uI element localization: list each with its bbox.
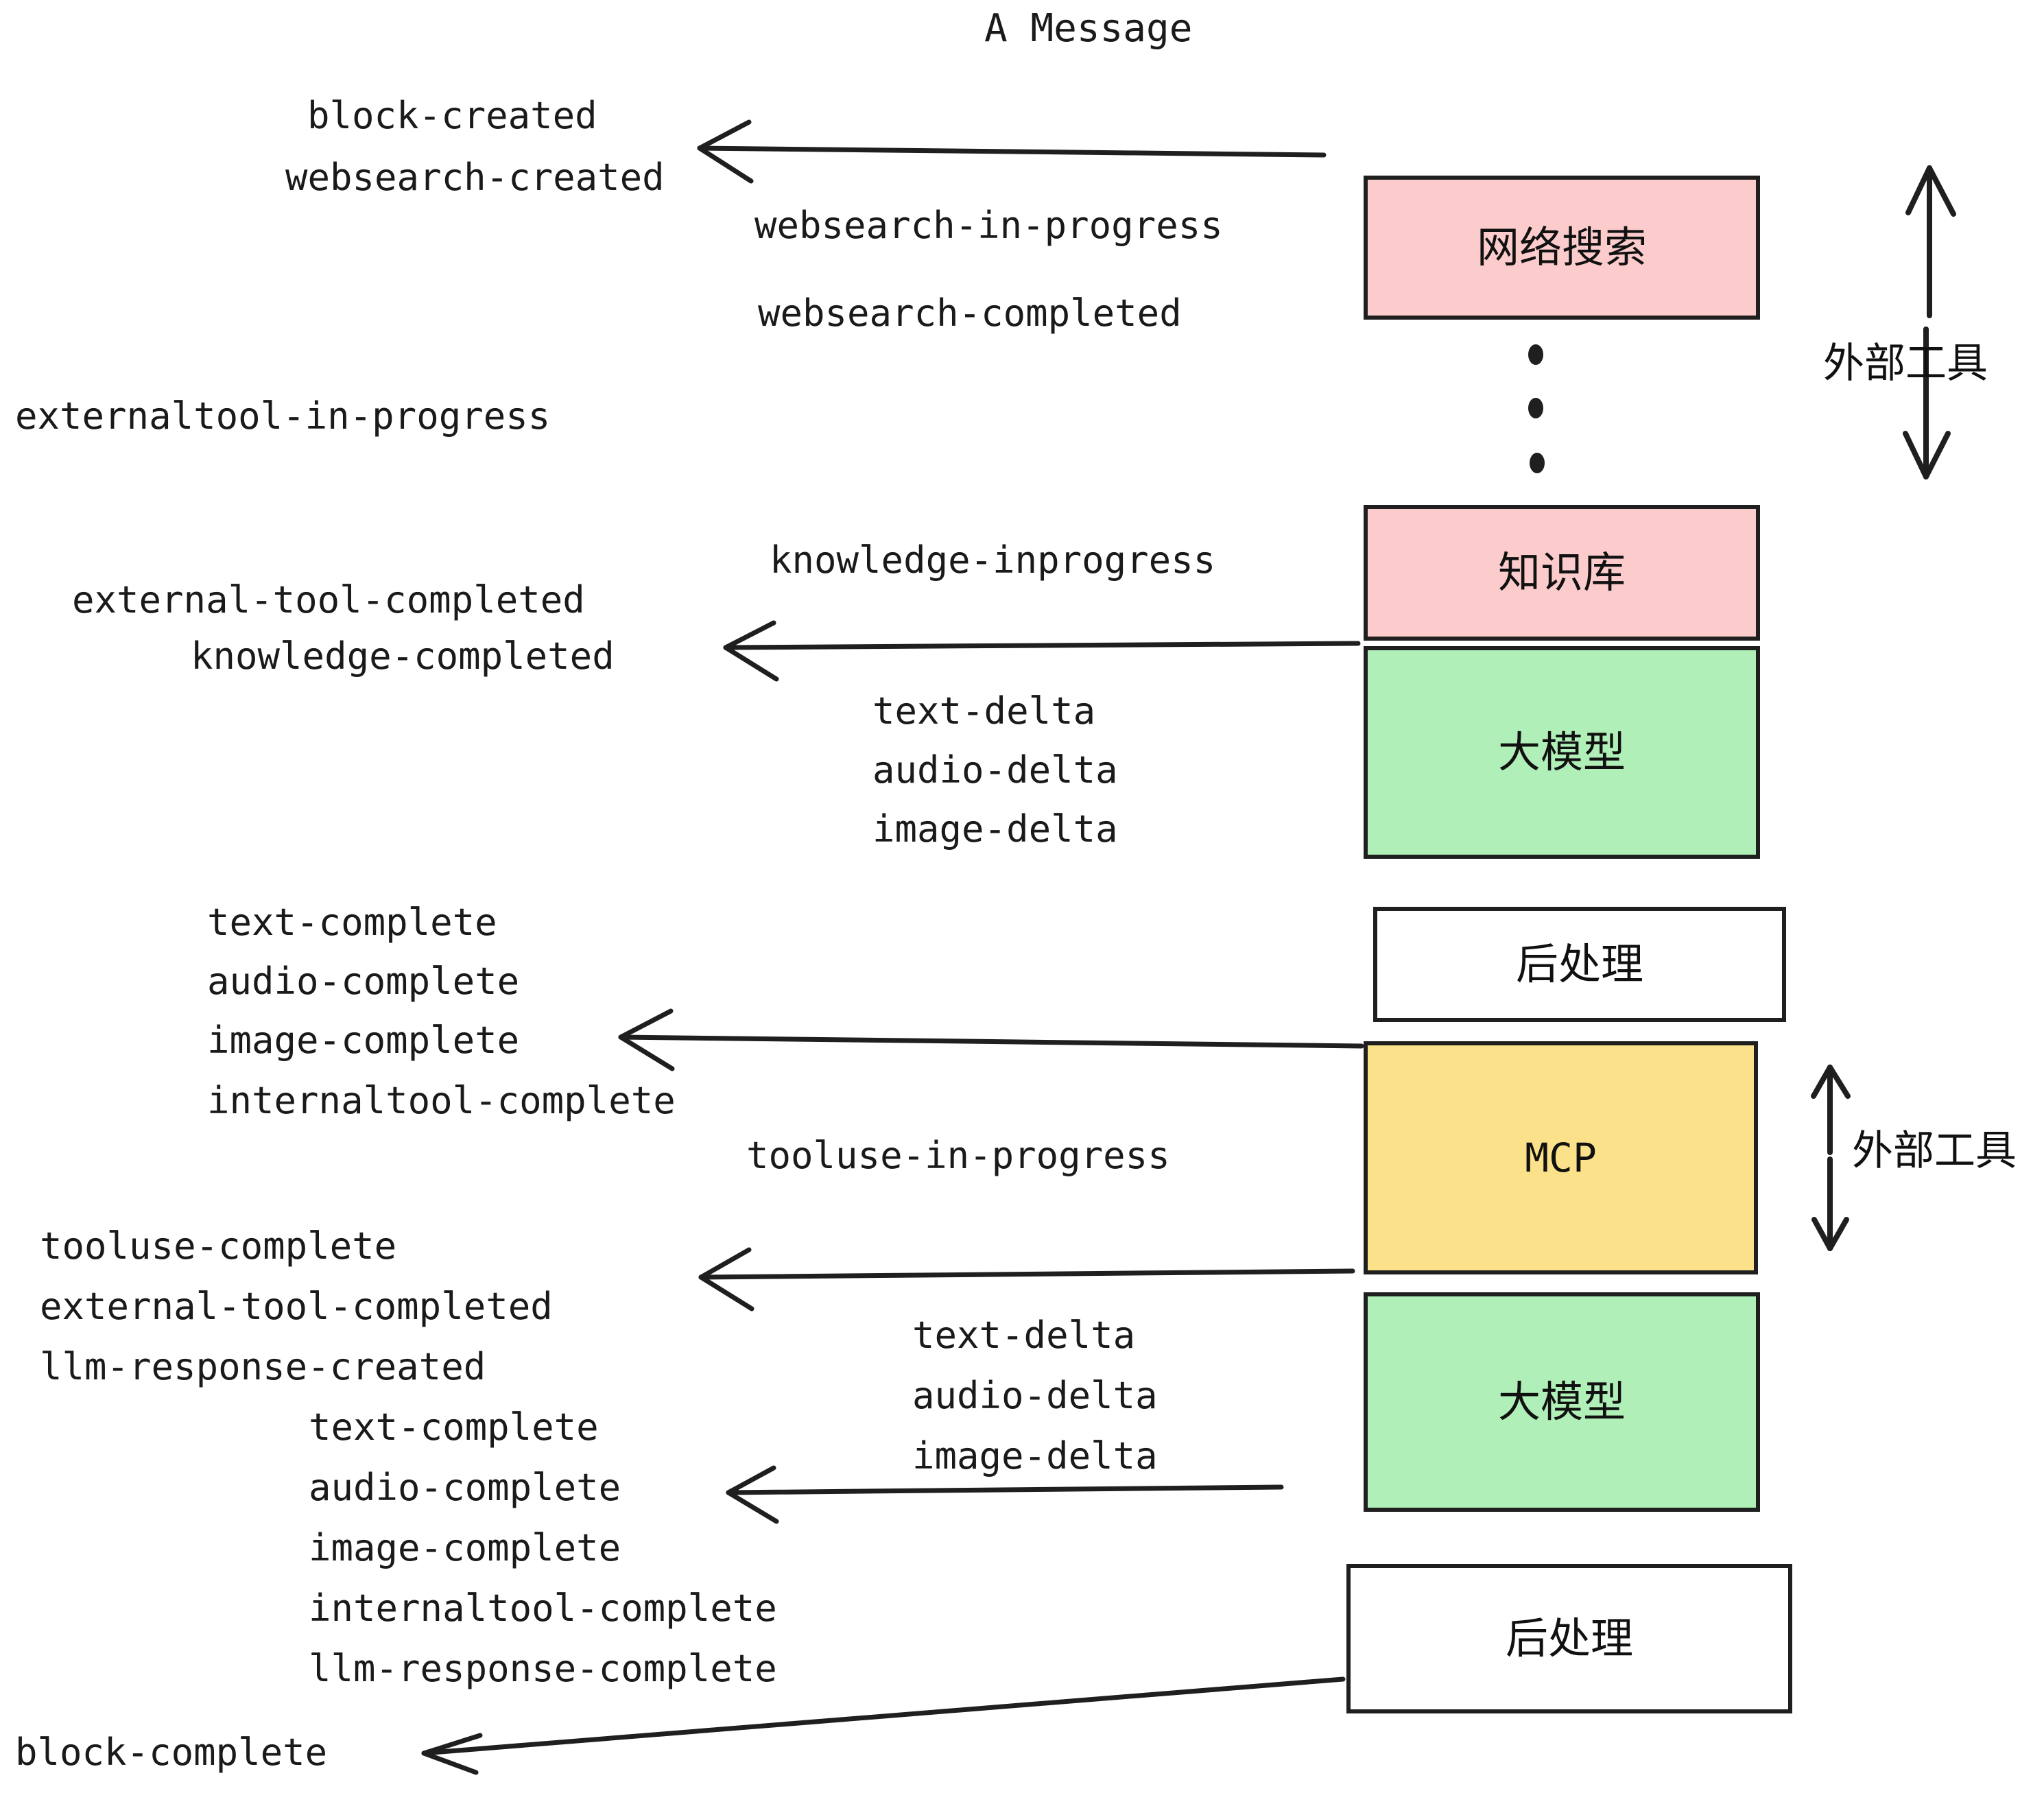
component-box-llm-2-label: 大模型	[1497, 1377, 1626, 1427]
event-external-tool-completed-2: external-tool-completed	[40, 1285, 553, 1328]
event-websearch-completed: websearch-completed	[758, 292, 1182, 335]
component-box-knowledge-label: 知识库	[1497, 547, 1626, 597]
component-box-postprocess-2[interactable]: 后处理	[1346, 1564, 1792, 1713]
component-box-postprocess-2-label: 后处理	[1505, 1613, 1633, 1663]
event-image-delta-1: image-delta	[872, 807, 1118, 851]
page-title: A Message	[984, 6, 1193, 51]
component-box-knowledge[interactable]: 知识库	[1364, 505, 1760, 641]
component-box-mcp[interactable]: MCP	[1364, 1041, 1758, 1274]
event-llm-response-created: llm-response-created	[40, 1345, 486, 1388]
event-audio-complete-1: audio-complete	[207, 960, 520, 1003]
event-internaltool-complete-1: internaltool-complete	[207, 1079, 676, 1122]
event-internaltool-complete-2: internaltool-complete	[309, 1587, 777, 1630]
external-tools-range-bottom	[1811, 1065, 1851, 1251]
event-tooluse-complete: tooluse-complete	[40, 1224, 397, 1268]
component-box-postprocess-1[interactable]: 后处理	[1373, 907, 1786, 1022]
event-text-delta-1: text-delta	[872, 689, 1096, 733]
component-box-llm-2[interactable]: 大模型	[1364, 1292, 1760, 1512]
event-knowledge-completed: knowledge-completed	[191, 634, 615, 678]
event-image-complete-2: image-complete	[309, 1526, 621, 1569]
event-text-delta-2: text-delta	[912, 1314, 1136, 1357]
component-box-llm-1[interactable]: 大模型	[1364, 646, 1760, 859]
component-box-llm-1-label: 大模型	[1497, 727, 1626, 777]
event-text-complete-1: text-complete	[207, 901, 497, 944]
event-knowledge-inprogress: knowledge-inprogress	[770, 538, 1216, 582]
event-image-delta-2: image-delta	[912, 1434, 1158, 1477]
ellipsis-dot-3	[1530, 453, 1545, 473]
component-box-postprocess-1-label: 后处理	[1515, 939, 1643, 989]
component-box-mcp-label: MCP	[1525, 1135, 1597, 1181]
event-audio-delta-2: audio-delta	[912, 1374, 1158, 1417]
event-image-complete-1: image-complete	[207, 1019, 520, 1062]
component-box-websearch[interactable]: 网络搜索	[1364, 176, 1760, 320]
event-block-created: block-created	[307, 94, 597, 137]
event-audio-complete-2: audio-complete	[309, 1466, 621, 1509]
event-websearch-created: websearch-created	[285, 156, 665, 199]
event-text-complete-2: text-complete	[309, 1405, 599, 1449]
component-box-websearch-label: 网络搜索	[1476, 222, 1647, 272]
external-tools-label-bottom: 外部工具	[1852, 1127, 2017, 1175]
event-block-complete: block-complete	[15, 1731, 328, 1774]
event-external-tool-completed-1: external-tool-completed	[72, 578, 585, 621]
event-audio-delta-1: audio-delta	[872, 748, 1118, 792]
ellipsis-dot-2	[1528, 398, 1543, 418]
event-websearch-in-progress: websearch-in-progress	[754, 204, 1223, 247]
external-tools-label-top: 外部工具	[1823, 340, 1988, 388]
event-llm-response-complete: llm-response-complete	[309, 1647, 777, 1690]
ellipsis-dot-1	[1528, 344, 1543, 365]
event-tooluse-in-progress: tooluse-in-progress	[746, 1134, 1170, 1177]
external-tools-range-top	[1903, 165, 1956, 479]
event-externaltool-in-progress: externaltool-in-progress	[15, 394, 551, 438]
